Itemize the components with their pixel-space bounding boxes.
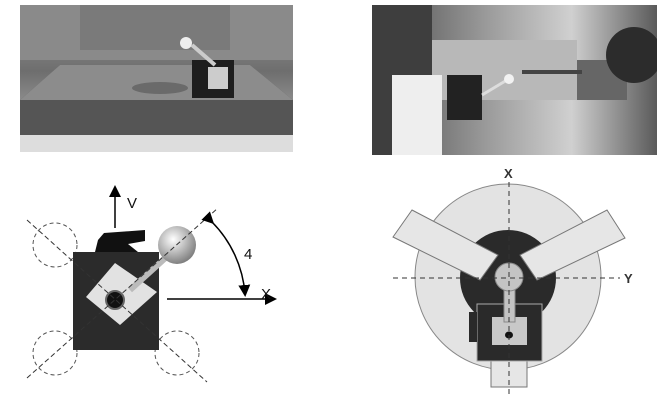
angle-arc bbox=[201, 211, 251, 297]
photo-right-drawing bbox=[372, 5, 657, 155]
photo-probe-on-table bbox=[20, 5, 293, 152]
chuck-jaw-right bbox=[519, 209, 626, 281]
probe-top-view-diagram: V X 4 bbox=[26, 185, 277, 383]
dashed-diagonal-axis bbox=[26, 219, 208, 383]
horizontal-axis-label: X bbox=[261, 286, 271, 303]
x-axis-label: X bbox=[504, 166, 513, 181]
vertical-axis-label: V bbox=[127, 195, 137, 212]
mount-bolt bbox=[105, 290, 125, 310]
dashed-position-circle bbox=[154, 330, 200, 376]
angle-label: 4 bbox=[244, 246, 252, 263]
photo-left-drawing bbox=[20, 5, 293, 152]
probe-knob bbox=[95, 230, 145, 252]
photo-probe-in-lathe bbox=[372, 5, 657, 155]
dashed-position-circle bbox=[32, 330, 78, 376]
dashed-diagonal-axis bbox=[26, 207, 219, 379]
dashed-position-circle bbox=[32, 222, 78, 268]
probe-side-tab bbox=[469, 312, 477, 342]
chuck-jaw-left bbox=[392, 209, 499, 281]
chuck-probe-diagram: X Y bbox=[392, 166, 633, 395]
y-axis-label: Y bbox=[624, 271, 633, 286]
